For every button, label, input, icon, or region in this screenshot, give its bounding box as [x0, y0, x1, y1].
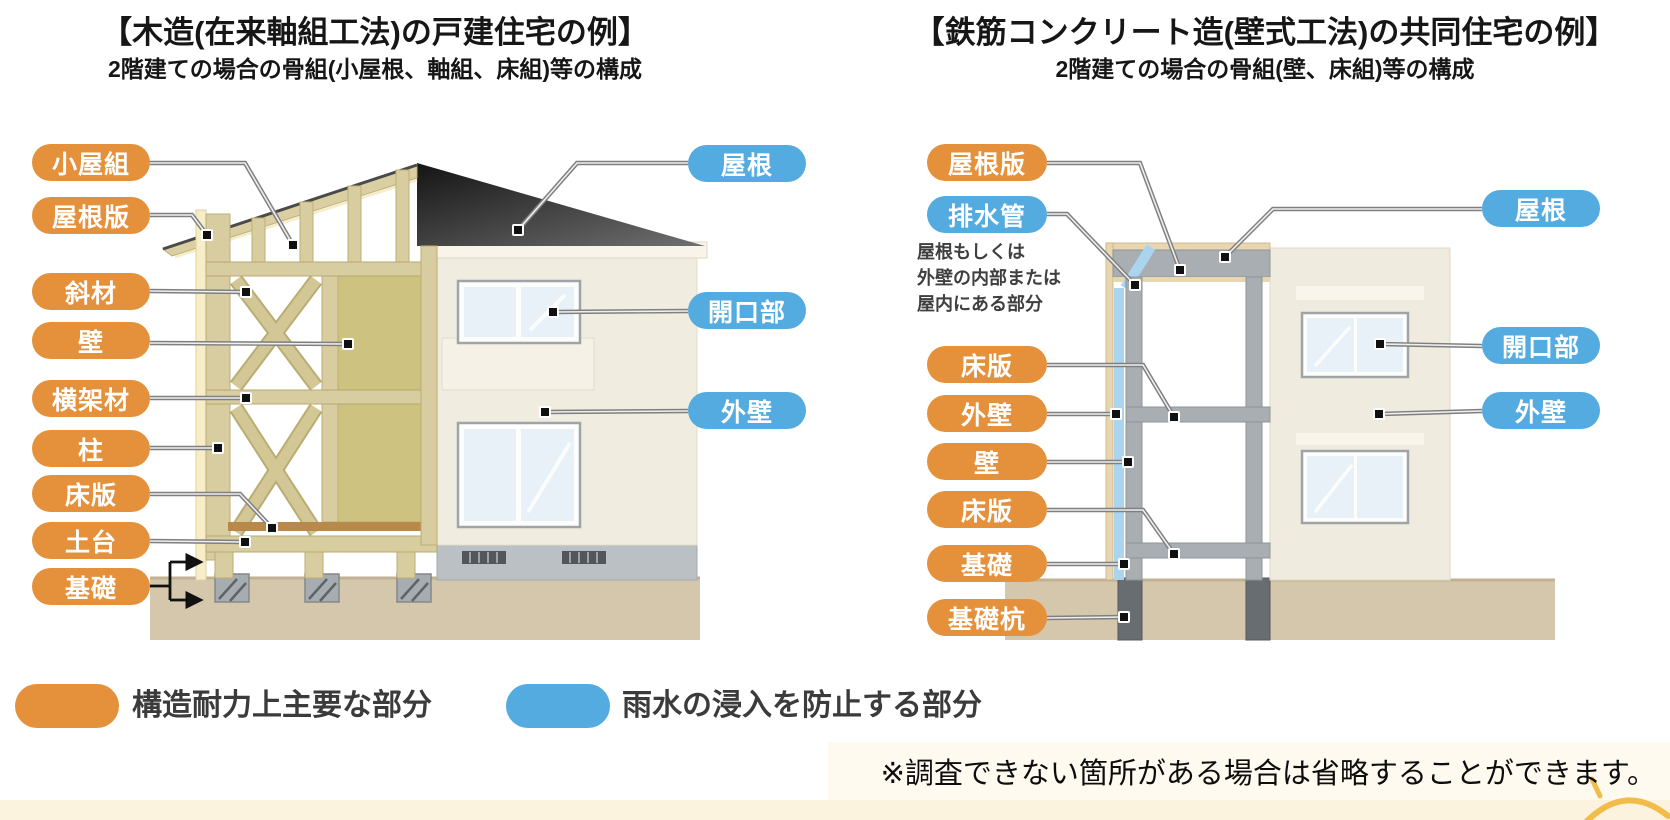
yellow-arc-decoration	[1583, 776, 1670, 820]
foundation-vents	[462, 551, 606, 564]
label-kiso-right: 基礎	[927, 545, 1047, 582]
label-yanehan-right: 屋根版	[927, 144, 1047, 181]
foundation-arrow	[150, 552, 204, 610]
label-oukazai: 横架材	[32, 380, 150, 417]
sheathing-strip	[195, 209, 207, 581]
label-kisokui: 基礎杭	[927, 599, 1047, 636]
floor-slab-2	[1125, 542, 1271, 559]
footnote: ※調査できない箇所がある場合は省略することができます。	[880, 758, 1656, 790]
legend-rainwater-swatch	[506, 684, 610, 728]
label-yanehan-left: 屋根版	[32, 197, 150, 234]
wall-panel-upper	[337, 275, 423, 391]
diagonal-braces	[231, 276, 321, 535]
label-yane-left: 屋根	[688, 145, 806, 182]
timber-frame	[161, 163, 438, 581]
lower-window	[456, 421, 582, 529]
label-gaiheki-right: 外壁	[1482, 392, 1600, 429]
right-diagram-subtitle: 2階建ての場合の骨組(壁、床組)等の構成	[1055, 56, 1475, 82]
drainpipe-note-line1: 屋根もしくは	[917, 242, 1025, 262]
wall-column	[1125, 276, 1143, 581]
legend-rainwater-label: 雨水の浸入を防止する部分	[622, 689, 982, 722]
label-kaikoubu-left: 開口部	[688, 292, 806, 329]
foundation-pile	[1117, 577, 1143, 641]
wall-panel-lower	[337, 403, 423, 523]
roof	[417, 163, 705, 246]
foundation-pile-2	[1245, 577, 1271, 641]
label-haisuikan: 排水管	[927, 196, 1047, 233]
label-yane-right: 屋根	[1482, 190, 1600, 227]
right-diagram-title-block: 【鉄筋コンクリート造(壁式工法)の共同住宅の例】 2階建ての場合の骨組(壁、床組…	[860, 12, 1670, 85]
bottom-cream-strip	[0, 800, 1670, 820]
left-diagram-title-block: 【木造(在来軸組工法)の戸建住宅の例】 2階建ての場合の骨組(小屋根、軸組、床組…	[30, 12, 720, 85]
label-koyagumi: 小屋組	[32, 144, 150, 181]
ground-right	[1005, 580, 1555, 640]
label-kabe-left: 壁	[32, 322, 150, 359]
roof-sheathing	[1105, 242, 1271, 251]
label-yukaban-lower: 床版	[927, 491, 1047, 528]
label-yukaban-left: 床版	[32, 475, 150, 512]
point-markers	[201, 224, 1386, 623]
top-beam	[205, 261, 438, 277]
label-gaiheki-section: 外壁	[927, 395, 1047, 432]
label-kabe-right: 壁	[927, 443, 1047, 480]
drain-pipe	[1114, 288, 1124, 580]
left-diagram-title: 【木造(在来軸組工法)の戸建住宅の例】	[101, 15, 649, 50]
legend-structural-swatch	[15, 684, 119, 728]
drainpipe-note-line2: 外壁の内部または	[917, 268, 1061, 288]
label-dodai: 土台	[32, 522, 150, 559]
wall-column-2	[1245, 276, 1263, 581]
label-hashira: 柱	[32, 430, 150, 467]
wooden-house-illustration	[150, 163, 708, 640]
floor-slab-1	[1125, 406, 1271, 423]
floor-slab-line	[228, 522, 437, 531]
left-diagram-subtitle: 2階建ての場合の骨組(小屋根、軸組、床組)等の構成	[107, 56, 643, 82]
facade	[1269, 247, 1451, 581]
label-shazai: 斜材	[32, 273, 150, 310]
label-kaikoubu-right: 開口部	[1482, 327, 1600, 364]
label-kiso-left: 基礎	[32, 568, 150, 605]
lower-window-right	[1300, 449, 1410, 525]
right-diagram-title: 【鉄筋コンクリート造(壁式工法)の共同住宅の例】	[913, 15, 1617, 50]
drainpipe-note-line3: 屋内にある部分	[917, 294, 1043, 314]
balcony-band	[441, 337, 595, 391]
concrete-building-illustration	[1005, 242, 1555, 641]
legend-structural-label: 構造耐力上主要な部分	[132, 689, 432, 722]
label-gaiheki-left: 外壁	[688, 392, 806, 429]
label-yukaban-upper: 床版	[927, 346, 1047, 383]
footnote-cream-panel	[828, 742, 1670, 800]
